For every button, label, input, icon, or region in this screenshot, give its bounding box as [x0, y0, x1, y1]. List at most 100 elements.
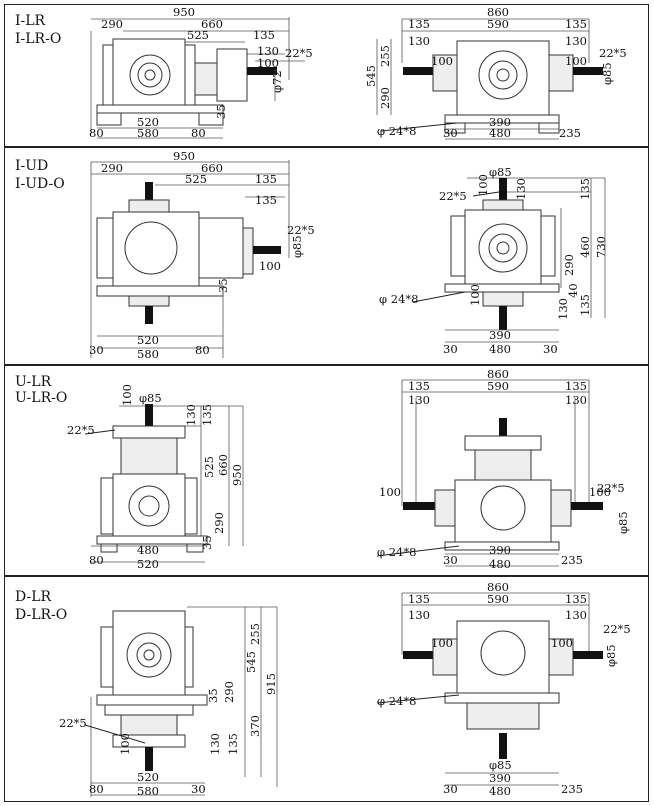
dim: 480: [137, 543, 159, 557]
dim: 130: [556, 298, 570, 320]
dim: 950: [173, 149, 195, 163]
dim: 30: [443, 782, 458, 796]
dim: 520: [137, 557, 159, 571]
dim: 130: [408, 393, 430, 407]
dim: 460: [578, 236, 592, 258]
dim: 580: [137, 126, 159, 140]
dim: 100: [259, 259, 281, 273]
row-title-main: I-UD: [15, 158, 49, 174]
dim: 480: [489, 784, 511, 798]
dim: 35: [216, 278, 230, 293]
dim: 80: [89, 553, 104, 567]
dim: 100: [257, 56, 279, 70]
dim: φ85: [139, 391, 162, 405]
dim: 290: [101, 161, 123, 175]
row-i-ud: I-UD I-UD-O: [4, 147, 649, 365]
dim: 22*5: [67, 423, 95, 437]
dim: 30: [443, 126, 458, 140]
dim: 525: [187, 28, 209, 42]
dim: 100: [431, 636, 453, 650]
dim: φ85: [600, 62, 614, 85]
dim: φ85: [604, 644, 618, 667]
dim: 525: [185, 172, 207, 186]
dim: 100: [118, 733, 132, 755]
dim: 130: [565, 608, 587, 622]
dim: 520: [137, 115, 159, 129]
dim: 135: [408, 17, 430, 31]
dim: 30: [443, 342, 458, 356]
dim: φ85: [290, 235, 304, 258]
dim: 730: [594, 236, 608, 258]
dim: φ85: [616, 511, 630, 534]
dim: 135: [578, 294, 592, 316]
dim: 130: [257, 44, 279, 58]
dim: 100: [589, 485, 611, 499]
dim: φ 24*8: [377, 124, 416, 138]
dim: 30: [191, 782, 206, 796]
row-title-main: D-LR: [15, 589, 52, 605]
dim: 80: [191, 126, 206, 140]
dim: 22*5: [439, 189, 467, 203]
dim: 22*5: [59, 716, 87, 730]
dim: 135: [408, 379, 430, 393]
dim: 135: [200, 404, 214, 426]
dim: 40: [566, 283, 580, 298]
dim: 290: [101, 17, 123, 31]
dim: 135: [565, 379, 587, 393]
dim: 545: [244, 651, 258, 673]
dim: 290: [222, 681, 236, 703]
dim: 30: [89, 343, 104, 357]
dim: 135: [226, 733, 240, 755]
row-title-variant: U-LR-O: [15, 390, 68, 406]
dim: 235: [561, 553, 583, 567]
dim: 235: [559, 126, 581, 140]
dim: 35: [214, 104, 228, 119]
dim: 525: [202, 456, 216, 478]
drawing-d-lr: 255 545 915 290 35 22*5 100 130 135 370 …: [59, 580, 631, 798]
dim: 135: [578, 178, 592, 200]
dim: 255: [248, 623, 262, 645]
drawing-u-lr: 100 φ85 22*5 130 135 525 660 950 290 35 …: [67, 367, 630, 571]
dim: 130: [208, 733, 222, 755]
dim: 860: [487, 367, 509, 381]
dim: 35: [206, 688, 220, 703]
dim: 520: [137, 770, 159, 784]
dim: 130: [408, 34, 430, 48]
drawing-i-ud: 950 290 660 525 135 135 22*5 φ85 100 35 …: [89, 149, 608, 361]
row-i-lr: I-LR I-LR-O: [4, 4, 649, 147]
dim: 950: [173, 5, 195, 19]
row-title-variant: I-LR-O: [15, 31, 62, 47]
dim: 100: [565, 54, 587, 68]
dim: φ72: [270, 70, 284, 93]
dim: 100: [551, 636, 573, 650]
dim: 130: [565, 393, 587, 407]
view-right: 860 135 590 135 130 130 100 100 22*5 φ85…: [376, 580, 631, 798]
dim: 290: [212, 512, 226, 534]
dim: 255: [378, 45, 392, 67]
dim: φ 24*8: [377, 694, 416, 708]
dim: 290: [562, 254, 576, 276]
drawing-i-lr: 950 290 660 525 135 130 100 22*5 φ72 520…: [89, 5, 627, 140]
dim: 545: [364, 65, 378, 87]
dim: 100: [431, 54, 453, 68]
dim: 30: [543, 342, 558, 356]
dim: 130: [514, 178, 528, 200]
dim: 290: [378, 87, 392, 109]
dim: 480: [489, 342, 511, 356]
row-title-variant: D-LR-O: [15, 607, 68, 623]
dim: 390: [489, 115, 511, 129]
view-right: 950 860 135 590 135 130 130 100 100 22*5…: [364, 5, 627, 140]
dim: 660: [216, 454, 230, 476]
view-left: 100 φ85 22*5 130 135 525 660 950 290 35 …: [67, 384, 244, 571]
view-left: 950 290 660 525 135 130 100 22*5 φ72 520…: [89, 5, 313, 140]
dim: 80: [195, 343, 210, 357]
view-left: 255 545 915 290 35 22*5 100 130 135 370 …: [59, 606, 278, 798]
view-right: 860 135 590 135 130 130 100 100 22*5 φ85…: [376, 367, 630, 571]
dim: 390: [489, 771, 511, 785]
row-u-lr: U-LR U-LR-O 10: [4, 365, 649, 576]
dim: 915: [264, 673, 278, 695]
dim: 390: [489, 328, 511, 342]
dim: 100: [120, 384, 134, 406]
dim: 390: [489, 543, 511, 557]
